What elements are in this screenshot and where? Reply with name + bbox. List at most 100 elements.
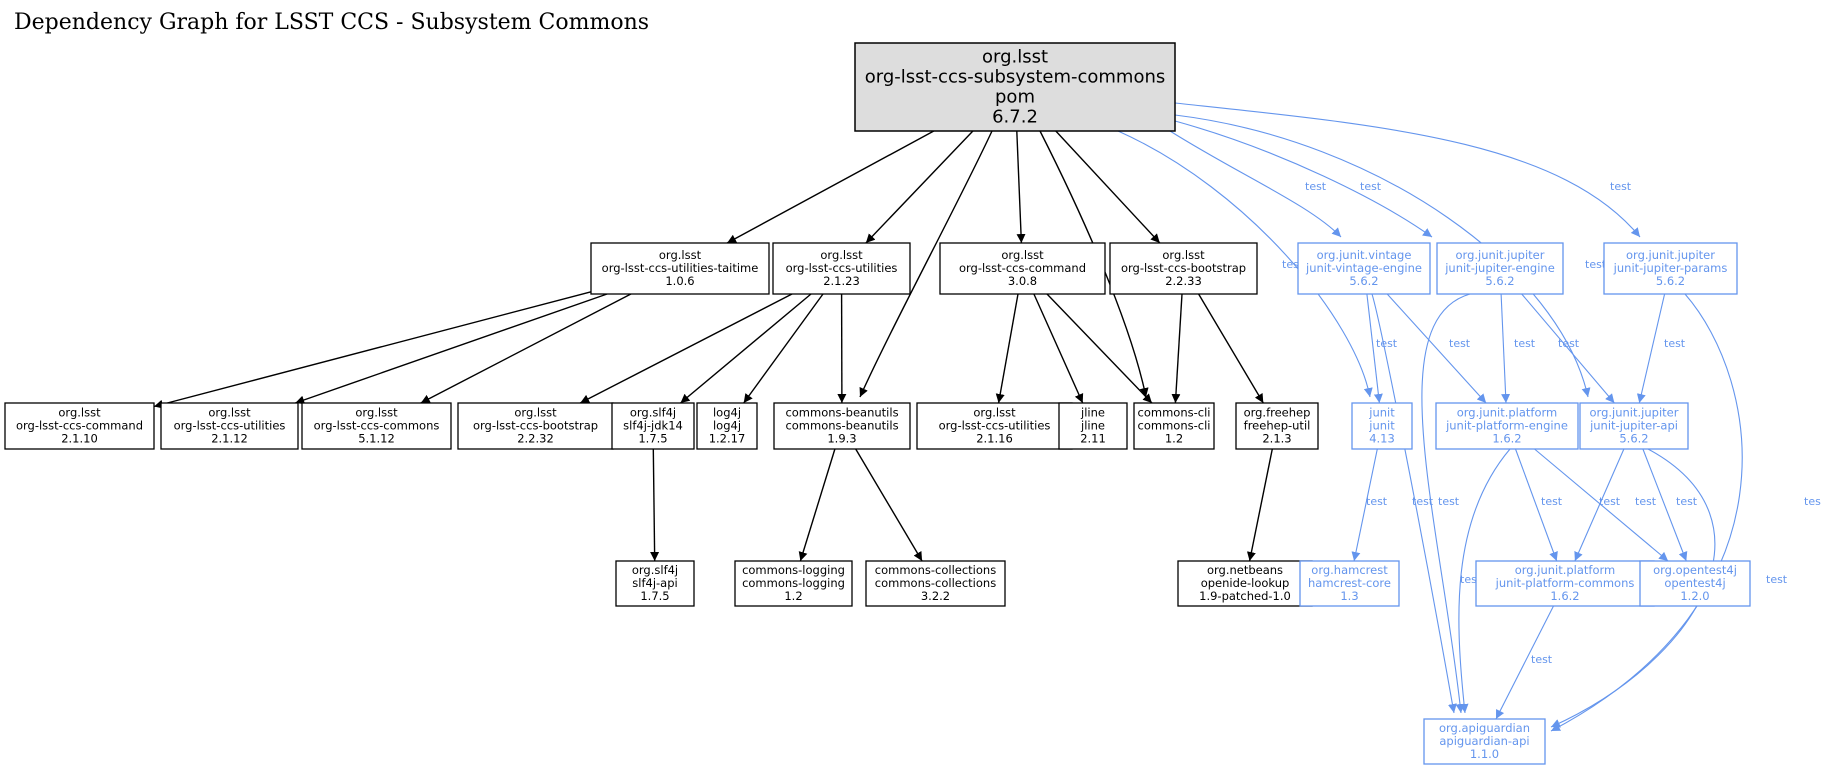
node-label-logging-1: commons-logging bbox=[742, 576, 845, 590]
node-label-bootstrap2232-0: org.lsst bbox=[514, 406, 557, 420]
node-box-jupengine[interactable] bbox=[1436, 242, 1564, 295]
node-root[interactable]: org.lsstorg-lsst-ccs-subsystem-commonspo… bbox=[854, 42, 1176, 132]
node-box-command308[interactable] bbox=[939, 242, 1106, 295]
node-jupparams[interactable]: org.junit.jupiterjunit-jupiter-params5.6… bbox=[1603, 242, 1738, 295]
node-jupengine[interactable]: org.junit.jupiterjunit-jupiter-engine5.6… bbox=[1436, 242, 1564, 295]
node-label-apiguardian-2: 1.1.0 bbox=[1470, 747, 1499, 761]
node-box-opentest4j[interactable] bbox=[1639, 560, 1751, 607]
node-label-junit-1: junit bbox=[1368, 419, 1395, 433]
node-label-taitime-0: org.lsst bbox=[659, 248, 702, 262]
node-box-platcommons[interactable] bbox=[1475, 560, 1655, 607]
node-box-jline[interactable] bbox=[1058, 402, 1128, 450]
node-box-beanutils[interactable] bbox=[773, 402, 911, 450]
node-label-jupparams-1: junit-jupiter-params bbox=[1613, 261, 1728, 275]
node-box-command2110[interactable] bbox=[4, 402, 155, 450]
edge-root-to-jupengine bbox=[1174, 120, 1433, 238]
node-taitime[interactable]: org.lsstorg-lsst-ccs-utilities-taitime1.… bbox=[590, 242, 770, 295]
edge-platengine-to-apiguardian bbox=[1458, 448, 1511, 714]
edge-root-to-vintage bbox=[1169, 130, 1342, 238]
edge-command308-to-util2116 bbox=[995, 293, 1019, 404]
edge-taitime-to-util2112 bbox=[295, 293, 608, 405]
node-label-platengine-1: junit-platform-engine bbox=[1445, 419, 1568, 433]
node-label-logging-0: commons-logging bbox=[742, 563, 845, 577]
node-openide[interactable]: org.netbeansopenide-lookup1.9-patched-1.… bbox=[1177, 560, 1313, 607]
node-platcommons[interactable]: org.junit.platformjunit-platform-commons… bbox=[1475, 560, 1655, 607]
edge-jupengine-to-jupapi bbox=[1521, 293, 1615, 404]
node-box-apiguardian[interactable] bbox=[1423, 718, 1546, 765]
edge-jupparams-to-jupapi bbox=[1636, 293, 1666, 404]
node-label-bootstrap2233-1: org-lsst-ccs-bootstrap bbox=[1121, 261, 1246, 275]
node-box-slf4jjdk[interactable] bbox=[611, 402, 695, 450]
node-box-slf4japi[interactable] bbox=[615, 560, 695, 607]
node-label-vintage-1: junit-vintage-engine bbox=[1305, 261, 1422, 275]
nodes-layer: org.lsstorg-lsst-ccs-subsystem-commonspo… bbox=[4, 42, 1751, 765]
node-box-util2123[interactable] bbox=[772, 242, 911, 295]
node-box-platengine[interactable] bbox=[1435, 402, 1579, 450]
node-label-bootstrap2232-1: org-lsst-ccs-bootstrap bbox=[473, 419, 598, 433]
node-label-beanutils-0: commons-beanutils bbox=[785, 406, 898, 420]
node-box-util2112[interactable] bbox=[160, 402, 299, 450]
node-box-taitime[interactable] bbox=[590, 242, 770, 295]
node-label-util2112-1: org-lsst-ccs-utilities bbox=[174, 419, 286, 433]
node-box-commons5112[interactable] bbox=[301, 402, 452, 450]
edge-label-root-to-vintage: test bbox=[1305, 180, 1327, 193]
node-label-beanutils-1: commons-beanutils bbox=[785, 419, 898, 433]
edge-bootstrap2233-to-cli bbox=[1171, 293, 1183, 404]
node-box-util2116[interactable] bbox=[916, 402, 1073, 450]
node-box-jupparams[interactable] bbox=[1603, 242, 1738, 295]
node-box-vintage[interactable] bbox=[1297, 242, 1431, 295]
node-box-cli[interactable] bbox=[1133, 402, 1215, 450]
edge-platcommons-to-apiguardian bbox=[1495, 605, 1554, 720]
node-box-freehep[interactable] bbox=[1235, 402, 1319, 450]
node-box-jupapi[interactable] bbox=[1579, 402, 1689, 450]
edge-root-to-junit bbox=[1117, 130, 1373, 398]
node-label-hamcrest-1: hamcrest-core bbox=[1308, 576, 1391, 590]
node-box-junit[interactable] bbox=[1351, 402, 1413, 450]
edge-util2123-to-bootstrap2232 bbox=[579, 293, 793, 404]
node-vintage[interactable]: org.junit.vintagejunit-vintage-engine5.6… bbox=[1297, 242, 1431, 295]
node-platengine[interactable]: org.junit.platformjunit-platform-engine1… bbox=[1435, 402, 1579, 450]
node-label-junit-2: 4.13 bbox=[1369, 432, 1395, 446]
node-label-platengine-2: 1.6.2 bbox=[1492, 432, 1521, 446]
edge-label-jupparams-to-apiguardian: test bbox=[1804, 495, 1821, 508]
node-label-cli-1: commons-cli bbox=[1138, 419, 1211, 433]
node-box-root[interactable] bbox=[854, 42, 1176, 132]
edge-root-to-jupparams bbox=[1174, 102, 1641, 238]
node-box-bootstrap2233[interactable] bbox=[1109, 242, 1258, 295]
node-label-log4j-1: log4j bbox=[713, 419, 741, 433]
node-collections[interactable]: commons-collectionscommons-collections3.… bbox=[865, 560, 1006, 607]
node-box-hamcrest[interactable] bbox=[1299, 560, 1400, 607]
node-label-slf4jjdk-1: slf4j-jdk14 bbox=[623, 419, 683, 433]
node-label-platcommons-0: org.junit.platform bbox=[1515, 563, 1616, 577]
node-box-log4j[interactable] bbox=[696, 402, 758, 450]
node-box-logging[interactable] bbox=[734, 560, 853, 607]
node-box-collections[interactable] bbox=[865, 560, 1006, 607]
edge-util2123-to-log4j bbox=[743, 293, 824, 404]
node-label-jupparams-2: 5.6.2 bbox=[1656, 274, 1685, 288]
node-label-jupengine-1: junit-jupiter-engine bbox=[1444, 261, 1555, 275]
node-label-cli-0: commons-cli bbox=[1138, 406, 1211, 420]
edge-label-vintage-to-apiguardian: test bbox=[1412, 495, 1434, 508]
